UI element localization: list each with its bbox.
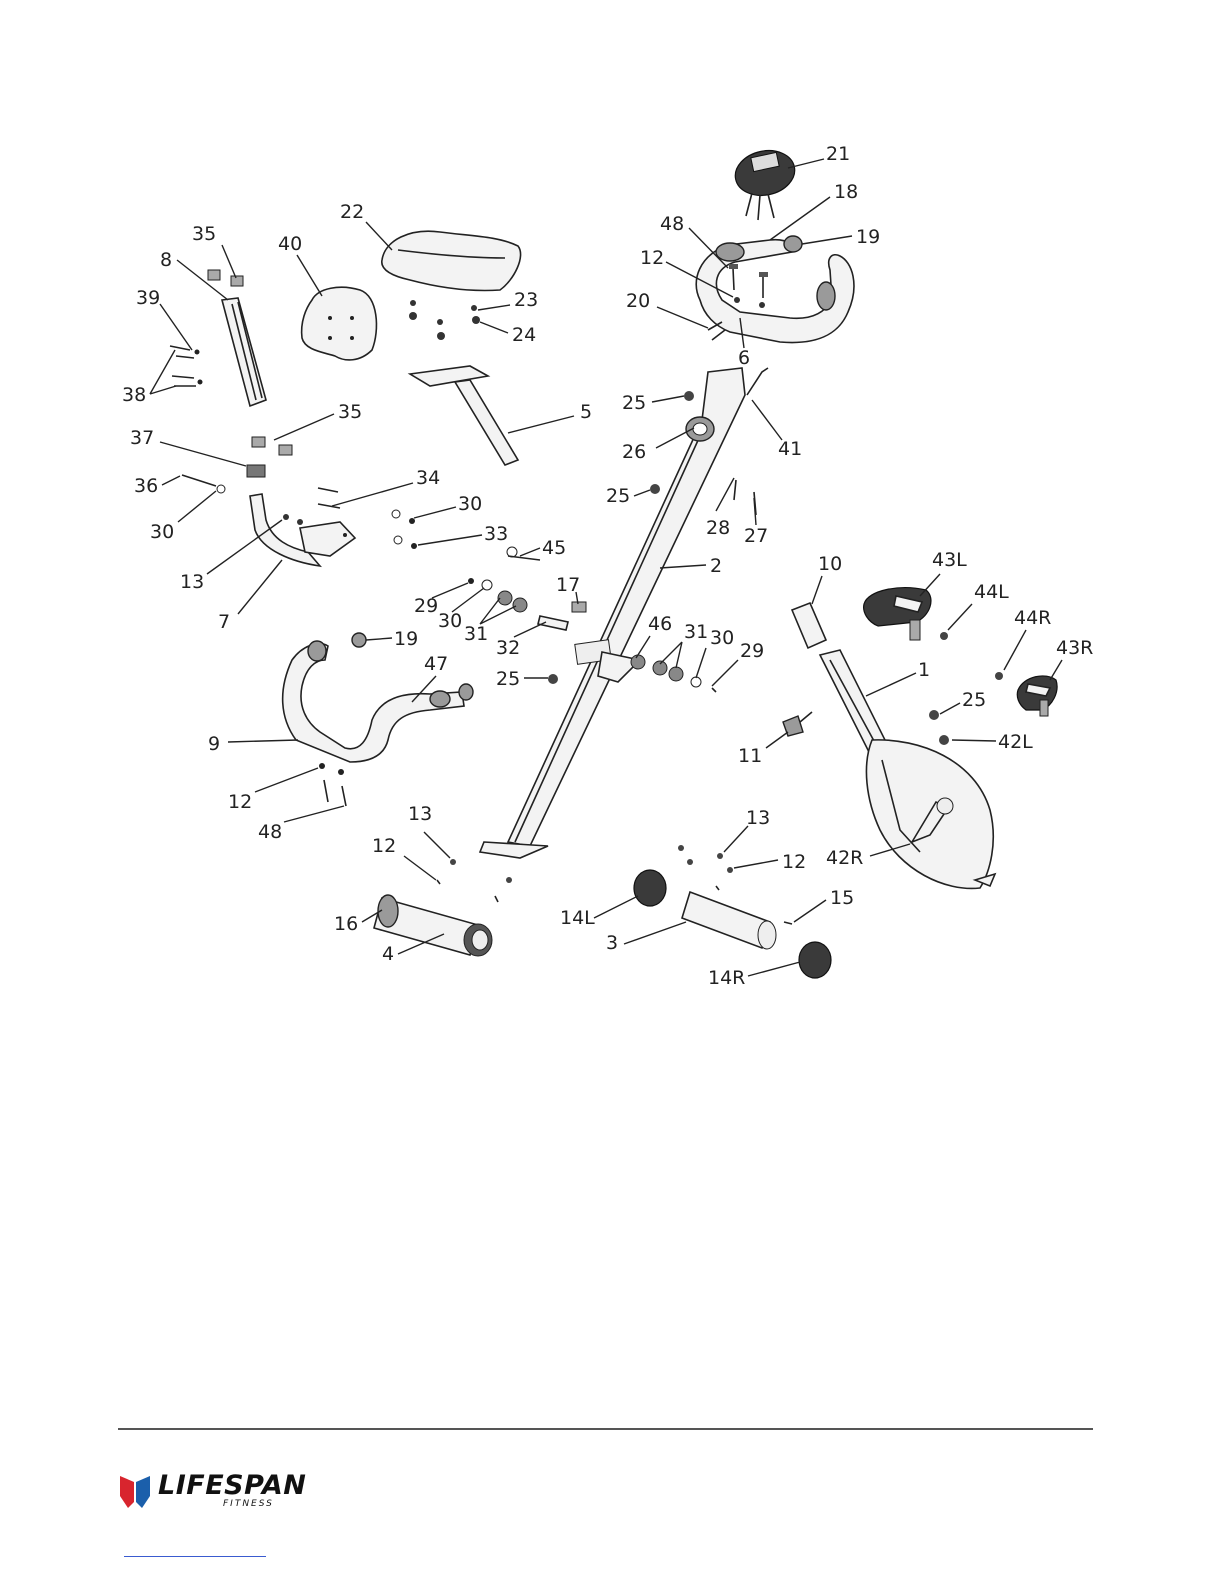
label-1: 1	[918, 659, 930, 681]
label-14R: 14R	[708, 967, 745, 989]
label-6: 6	[738, 347, 750, 369]
footer-link-underline[interactable]	[124, 1556, 266, 1557]
label-34: 34	[416, 467, 440, 489]
label-26: 26	[622, 441, 646, 463]
label-20: 20	[626, 290, 650, 312]
label-31: 31	[464, 623, 488, 645]
part-backrest	[302, 287, 377, 360]
part-rear-frame	[792, 603, 890, 758]
label-32: 32	[496, 637, 520, 659]
label-7: 7	[218, 611, 230, 633]
part-seat-nuts	[409, 300, 480, 340]
label-41: 41	[778, 438, 802, 460]
label-19: 19	[394, 628, 418, 650]
part-end-cap-top	[784, 236, 802, 252]
label-29: 29	[740, 640, 764, 662]
part-pin-45	[507, 547, 540, 560]
label-17: 17	[556, 574, 580, 596]
label-12: 12	[782, 851, 806, 873]
label-29: 29	[414, 595, 438, 617]
part-handlebar-upper	[696, 240, 854, 343]
part-bolts-lower	[319, 763, 346, 806]
brand-name: LIFESPAN	[158, 1470, 306, 1501]
label-21: 21	[826, 143, 850, 165]
part-seat-post	[410, 366, 518, 465]
label-8: 8	[160, 249, 172, 271]
label-18: 18	[834, 181, 858, 203]
label-43R: 43R	[1056, 637, 1093, 659]
part-console	[731, 145, 799, 220]
label-12: 12	[372, 835, 396, 857]
label-4: 4	[382, 943, 394, 965]
label-42R: 42R	[826, 847, 863, 869]
label-19: 19	[856, 226, 880, 248]
part-seat-bracket	[250, 494, 355, 566]
label-16: 16	[334, 913, 358, 935]
label-14L: 14L	[560, 907, 595, 929]
part-caps-lower	[247, 437, 292, 477]
label-28: 28	[706, 517, 730, 539]
part-17	[572, 602, 586, 612]
label-11: 11	[738, 745, 762, 767]
label-48: 48	[660, 213, 684, 235]
label-13: 13	[746, 807, 770, 829]
part-fasteners-front	[437, 859, 512, 902]
label-40: 40	[278, 233, 302, 255]
label-48: 48	[258, 821, 282, 843]
part-seat	[382, 231, 521, 290]
label-10: 10	[818, 553, 842, 575]
label-25: 25	[962, 689, 986, 711]
label-36: 36	[134, 475, 158, 497]
label-44R: 44R	[1014, 607, 1051, 629]
part-flywheel-cover	[866, 735, 995, 888]
label-25: 25	[606, 485, 630, 507]
label-9: 9	[208, 733, 220, 755]
part-adjust-knob	[686, 417, 714, 441]
label-43L: 43L	[932, 549, 967, 571]
label-35: 35	[192, 223, 216, 245]
label-22: 22	[340, 201, 364, 223]
label-12: 12	[228, 791, 252, 813]
part-bracket-bolts	[283, 488, 340, 525]
label-5: 5	[580, 401, 592, 423]
part-main-frame	[480, 368, 745, 858]
label-12: 12	[640, 247, 664, 269]
label-23: 23	[514, 289, 538, 311]
label-39: 39	[136, 287, 160, 309]
label-33: 33	[484, 523, 508, 545]
label-25: 25	[496, 668, 520, 690]
part-bolt-36	[182, 475, 225, 493]
part-pedal-right	[995, 672, 1057, 716]
footer-divider	[118, 1428, 1093, 1430]
label-35: 35	[338, 401, 362, 423]
brand-subtitle: FITNESS	[223, 1499, 274, 1509]
part-pedal-left	[864, 588, 948, 640]
label-30: 30	[458, 493, 482, 515]
label-30: 30	[150, 521, 174, 543]
part-axle-set-right	[631, 655, 716, 692]
label-38: 38	[122, 384, 146, 406]
label-42L: 42L	[998, 731, 1033, 753]
label-30: 30	[710, 627, 734, 649]
label-44L: 44L	[974, 581, 1009, 603]
label-15: 15	[830, 887, 854, 909]
label-13: 13	[408, 803, 432, 825]
label-31: 31	[684, 621, 708, 643]
label-37: 37	[130, 427, 154, 449]
label-45: 45	[542, 537, 566, 559]
label-2: 2	[710, 555, 722, 577]
label-25: 25	[622, 392, 646, 414]
part-rear-stabilizer	[634, 870, 831, 978]
part-bolts-top	[729, 264, 768, 308]
label-13: 13	[180, 571, 204, 593]
label-27: 27	[744, 525, 768, 547]
label-30: 30	[438, 610, 462, 632]
label-46: 46	[648, 613, 672, 635]
label-3: 3	[606, 932, 618, 954]
label-47: 47	[424, 653, 448, 675]
label-24: 24	[512, 324, 536, 346]
part-washers-33	[392, 510, 417, 549]
part-back-bolts	[170, 346, 203, 386]
